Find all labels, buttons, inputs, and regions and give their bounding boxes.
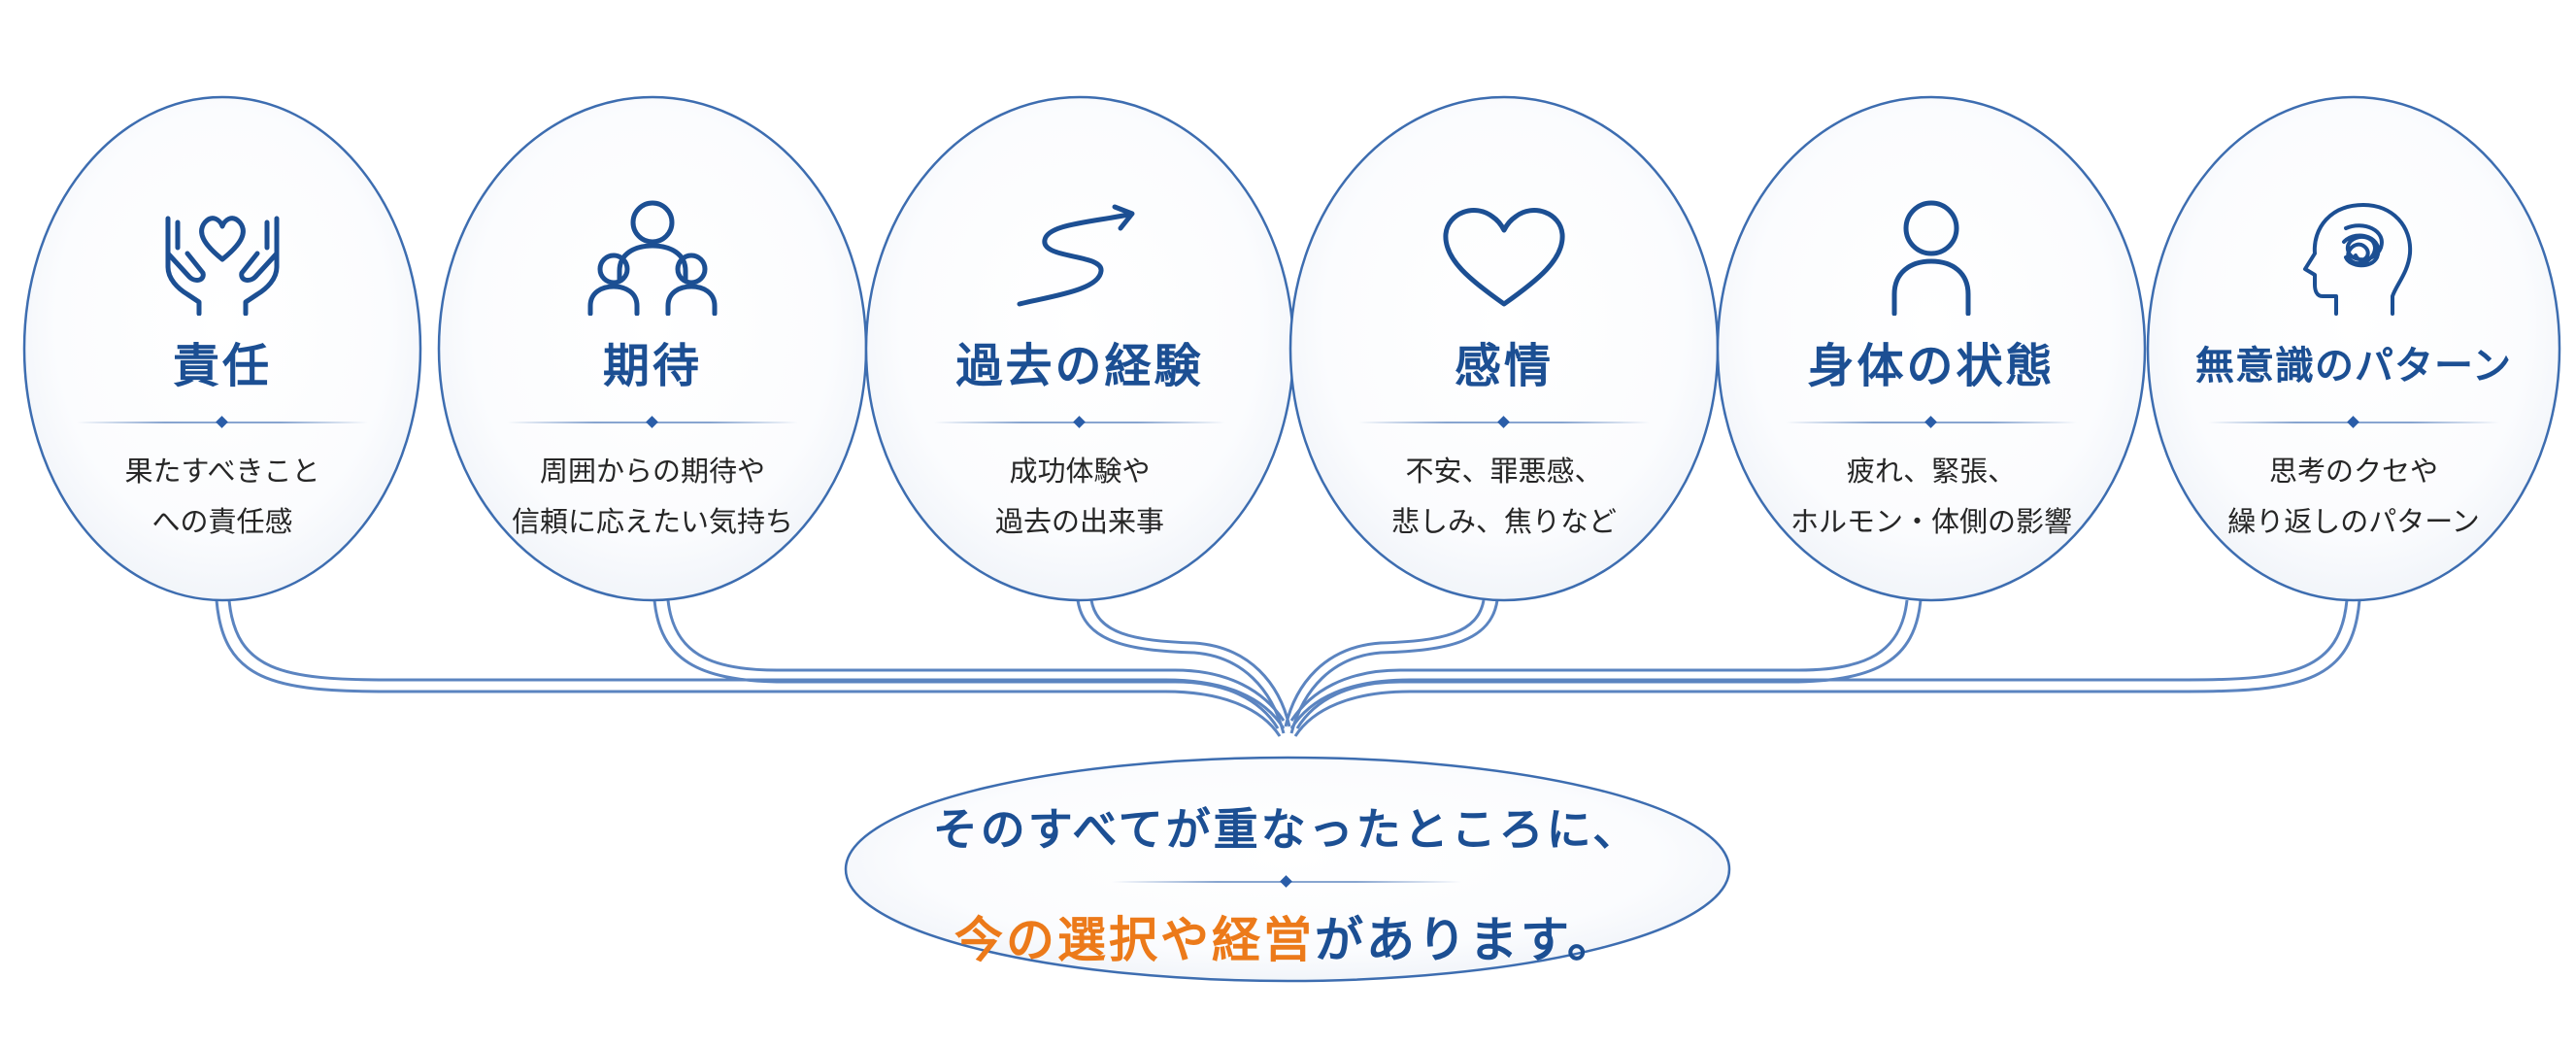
node-physical-state: 身体の状態 疲れ、緊張、ホルモン・体側の影響	[1731, 97, 2131, 602]
node-unconscious-patterns: 無意識のパターン 思考のクセや繰り返しのパターン	[2154, 97, 2554, 602]
hands-heart-icon	[154, 199, 290, 316]
divider	[1358, 416, 1650, 428]
connector-2	[652, 599, 1280, 729]
node-description: 不安、罪悪感、悲しみ、焦りなど	[1390, 455, 1617, 538]
connector-1	[215, 599, 1282, 737]
person-icon	[1863, 199, 1999, 316]
node-description: 成功体験や過去の出来事	[994, 455, 1164, 538]
divider	[2208, 416, 2499, 428]
node-title: 期待	[602, 339, 702, 393]
node-title: 過去の経験	[955, 339, 1204, 393]
connector-lines	[215, 599, 2361, 737]
summary-bubble	[844, 756, 1731, 983]
connector-6	[1293, 599, 2361, 737]
divider	[934, 416, 1225, 428]
bubbles	[22, 95, 2561, 983]
winding-path-arrow-icon	[1012, 199, 1148, 316]
node-description: 周囲からの期待や信頼に応えたい気持ち	[511, 455, 793, 538]
node-title: 無意識のパターン	[2195, 343, 2512, 388]
head-tangle-icon	[2286, 199, 2422, 316]
node-description: 疲れ、緊張、ホルモン・体側の影響	[1790, 455, 2072, 538]
summary-line-1: そのすべてが重なったところに、	[932, 803, 1641, 856]
divider	[507, 416, 798, 428]
bubble-5	[1716, 95, 2147, 602]
node-title: 身体の状態	[1807, 339, 2056, 393]
heart-icon	[1436, 199, 1572, 316]
node-emotions: 感情 不安、罪悪感、悲しみ、焦りなど	[1304, 97, 1704, 602]
family-icon	[585, 199, 720, 316]
summary-box: そのすべてが重なったところに、 今の選択や経営があります。	[845, 758, 1728, 981]
node-past-experience: 過去の経験 成功体験や過去の出来事	[880, 97, 1280, 602]
summary-line-2: 今の選択や経営があります。	[954, 901, 1619, 971]
connector-4	[1289, 599, 1499, 734]
divider	[77, 416, 368, 428]
node-description: 果たすべきことへの責任感	[124, 455, 320, 538]
node-title: 責任	[172, 339, 272, 393]
bubble-6	[2146, 95, 2561, 602]
node-expectations: 期待 周囲からの期待や信頼に応えたい気持ち	[452, 97, 853, 602]
connector-5	[1295, 599, 1923, 729]
summary-line-2-rest: があります。	[1315, 911, 1619, 968]
divider	[1786, 416, 2077, 428]
node-title: 感情	[1454, 339, 1554, 393]
connector-3	[1076, 599, 1286, 734]
node-description: 思考のクセや繰り返しのパターン	[2227, 455, 2480, 538]
node-responsibility: 責任 果たすべきことへの責任感	[22, 97, 422, 602]
summary-highlight: 今の選択や経営	[954, 911, 1315, 968]
divider	[1112, 875, 1461, 888]
bubble-1	[22, 95, 422, 602]
